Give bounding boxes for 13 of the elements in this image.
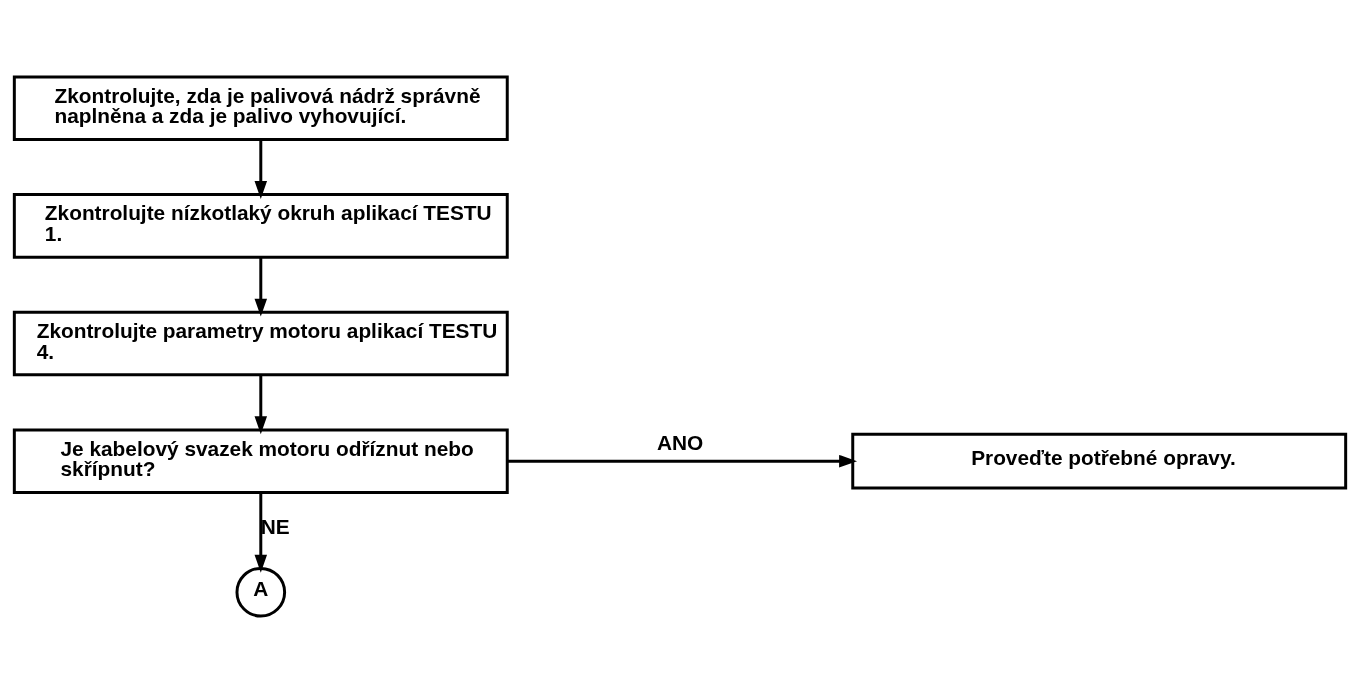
node-box: Zkontrolujte nízkotlaký okruh aplikací TESTU 1.	[12, 192, 509, 259]
node-box: Je kabelový svazek motoru odříznut nebo skřípnut?	[12, 427, 509, 494]
edge-label: NE	[260, 514, 290, 538]
arrow	[507, 454, 858, 467]
node-box: Proveďte potřebné opravy.	[851, 432, 1348, 489]
edge-label: ANO	[656, 430, 704, 454]
node-box: Zkontrolujte parametry motoru aplikací TESTU 4.	[12, 310, 509, 376]
node-circle: A	[235, 566, 287, 618]
arrow	[254, 492, 268, 573]
arrow	[254, 139, 268, 199]
node-box: Zkontrolujte, zda je palivová nádrž správně naplněna a zda je palivo vyhovující.	[12, 74, 509, 141]
arrow	[254, 374, 268, 434]
arrow	[254, 257, 268, 317]
